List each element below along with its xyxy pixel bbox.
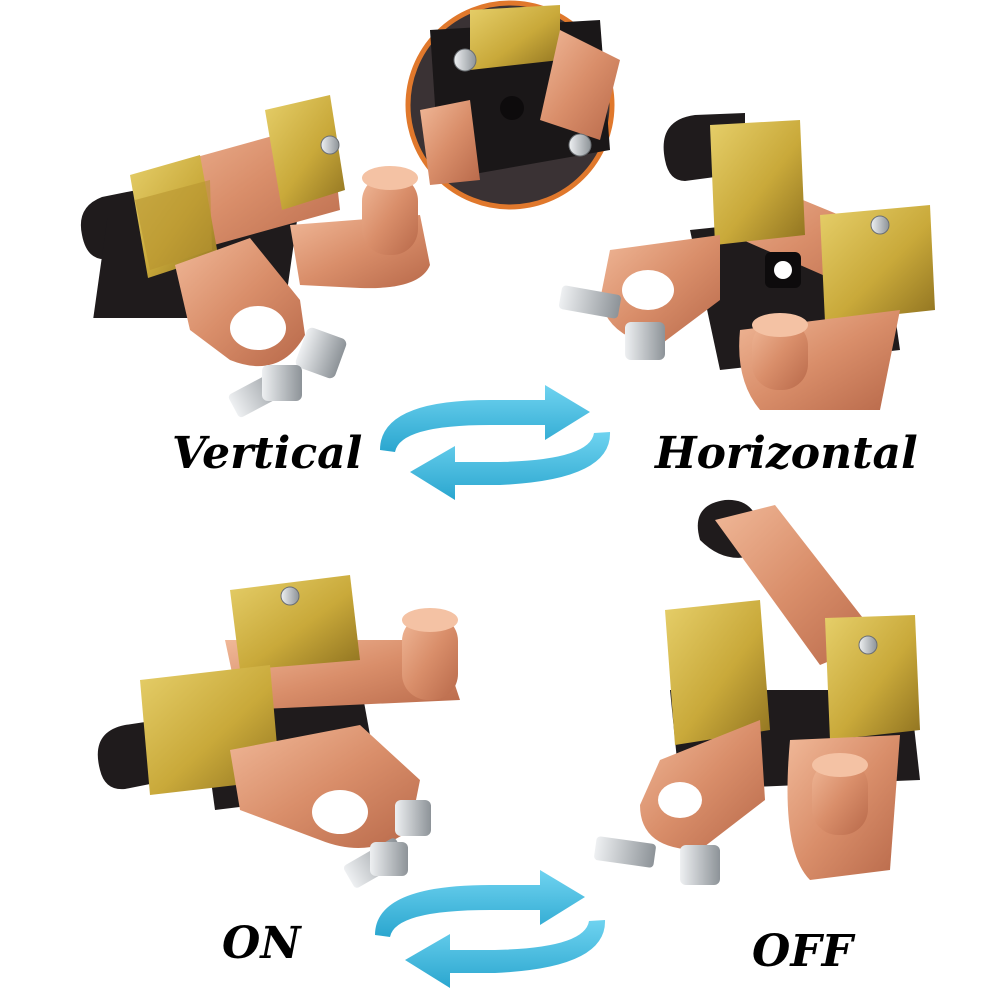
rotate-arrows-bottom [375,870,606,988]
on-switch-photo [97,575,460,888]
horizontal-switch-photo [559,113,935,410]
vertical-switch-photo [80,95,430,418]
rotate-arrows-top [380,385,611,500]
off-switch-photo [594,499,920,885]
label-off: OFF [752,926,853,977]
label-on: ON [222,918,301,969]
label-horizontal: Horizontal [655,428,918,479]
label-vertical: Vertical [172,428,363,479]
zoom-inset [405,0,620,210]
